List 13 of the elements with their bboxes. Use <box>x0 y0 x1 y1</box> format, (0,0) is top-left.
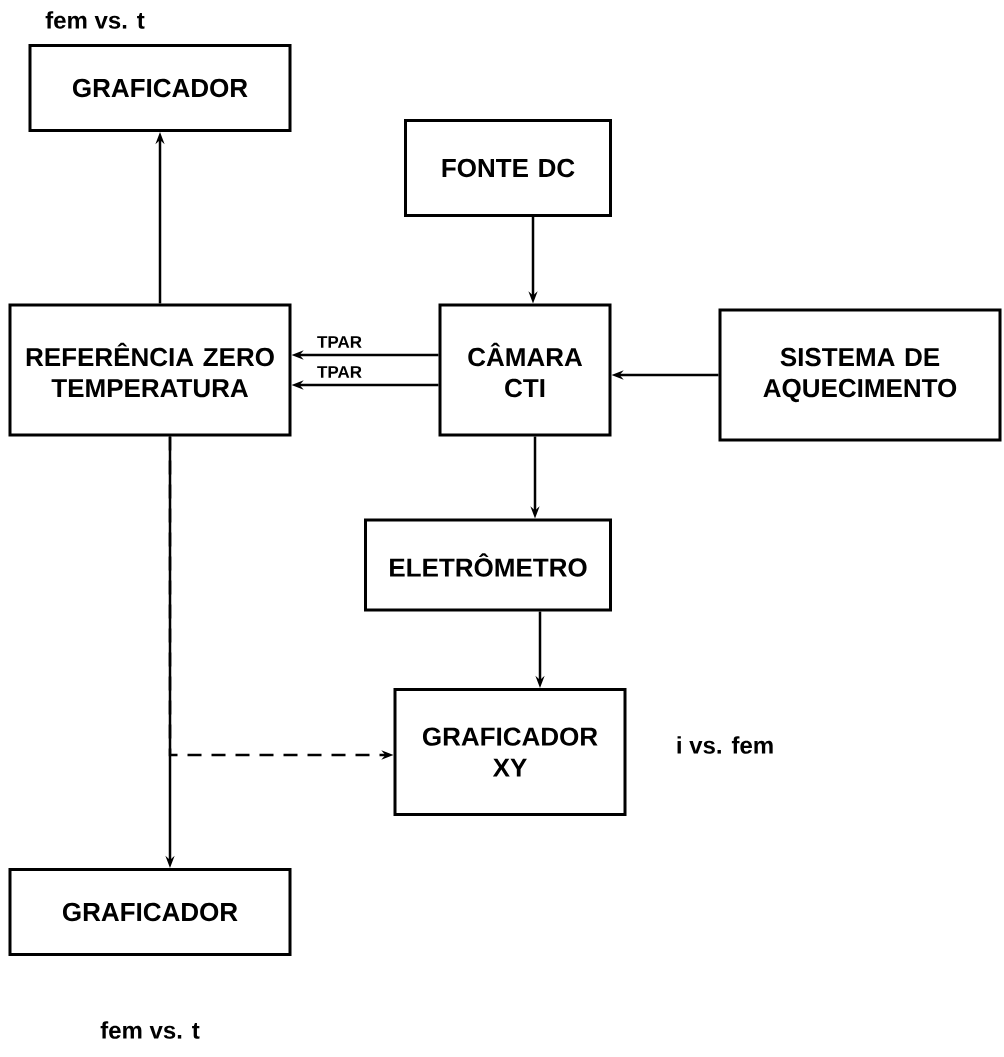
block-box: GRAFICADOR XY <box>393 688 627 816</box>
block-box: REFERÊNCIA ZERO TEMPERATURA <box>8 303 292 437</box>
plot-caption: fem vs. t <box>100 1021 200 1039</box>
block-box: FONTE DC <box>404 119 612 217</box>
block-box: GRAFICADOR <box>28 44 292 132</box>
plot-caption: fem vs. t <box>45 11 145 29</box>
plot-caption: i vs. fem <box>677 736 773 754</box>
block-box: CÂMARA CTI <box>438 303 612 437</box>
block-box: ELETRÔMETRO <box>364 518 612 612</box>
edge-label: TPAR <box>317 366 362 378</box>
block-box: GRAFICADOR <box>8 868 292 956</box>
block-box: SISTEMA DE AQUECIMENTO <box>718 308 1002 442</box>
edge-label: TPAR <box>317 336 362 348</box>
